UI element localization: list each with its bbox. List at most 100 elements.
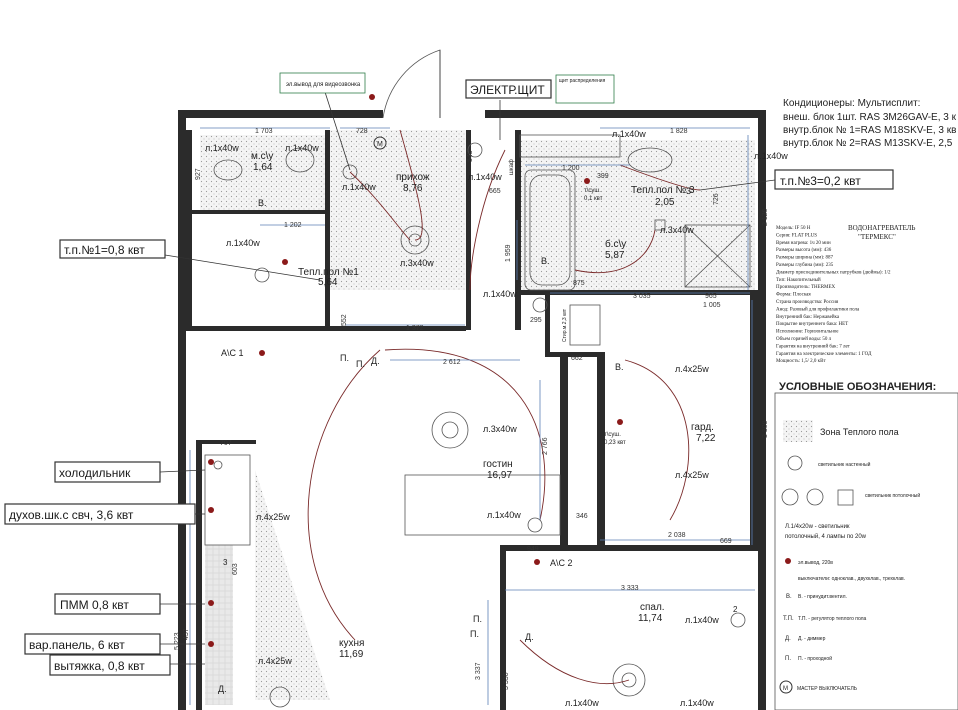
dimmer-label: Д. <box>218 684 227 694</box>
legend-lamp-code: Л.1/4х20w - светильник <box>785 524 850 530</box>
pass-switch-label: П. <box>340 353 349 363</box>
dim-label: 545 <box>467 150 474 162</box>
legend-lamp-code2: потолочный, 4 лампы по 20w <box>785 533 867 540</box>
dim-label: 665 <box>489 188 501 195</box>
room-kitchen-name: кухня <box>339 638 364 649</box>
heater-spec-row: Размеры высота (мм): 436 <box>776 248 832 253</box>
dim-label: 2 038 <box>668 532 686 539</box>
legend-wall-lamp: светильник настенный <box>818 461 871 468</box>
legend-m-mark: М <box>783 686 788 692</box>
ceiling-lamps <box>254 142 746 708</box>
heater-spec-row: Внутренний бак: Нержавейка <box>776 315 840 320</box>
ac2-label: А\С 2 <box>550 558 573 568</box>
ac-note-line: внеш. блок 1шт. RAS 3M26GAV-E, 3 к <box>783 111 957 123</box>
legend-socket: эл.вывод, 220в <box>798 560 833 566</box>
heater-spec-row: Размеры ширина (мм): 887 <box>776 256 834 261</box>
ac-note-line: внутр.блок № 1=RAS M18SKV-E, 3 кв <box>783 124 956 136</box>
fan-label: В. <box>615 362 624 372</box>
water-heater-spec: ВОДОНАГРЕВАТЕЛЬ "ТЕРМЕКС" Модель: IF 50 … <box>776 224 915 364</box>
legend-master: МАСТЕР ВЫКЛЮЧАТЕЛЬ <box>797 686 858 692</box>
fan-label: В. <box>258 198 267 208</box>
dim-label: 1 202 <box>284 222 302 229</box>
room-wc-name: м.с\у <box>251 151 273 162</box>
pass-switch-label: П. <box>356 359 365 369</box>
lamp-label: л.1х40w <box>285 143 319 153</box>
legend-floor-reg: Т.П. - регулятор теплого пола <box>798 616 867 622</box>
heater-spec-row: Форма: Плоская <box>776 293 811 298</box>
dimension-labels: 1 703 728 1 828 1 200 399 1 202 665 1 37… <box>174 128 769 690</box>
lamp-label: л.1х40w <box>468 172 502 182</box>
panel-note: щит распределения <box>559 78 606 84</box>
lamp-label: л.1х40w <box>226 238 260 248</box>
wiring <box>307 129 701 685</box>
heater-spec-row: Объем горячей воды: 50 л <box>776 337 832 342</box>
dim-label: 3 333 <box>621 585 639 592</box>
lamp-label: л.1х40w <box>483 289 517 299</box>
dimmer-label: Д. <box>525 632 534 642</box>
dim-label: 728 <box>356 128 368 135</box>
callout-fridge: холодильник <box>59 466 131 480</box>
heater-spec-row: Гарантия на электрические элементы: 1 ГО… <box>776 352 872 357</box>
dim-label: 346 <box>576 513 588 520</box>
callouts: т.п.№1=0,8 квт т.п.№3=0,2 квт ЭЛЕКТР.ЩИТ… <box>4 72 894 676</box>
zone-number: 3 <box>686 186 691 196</box>
callout-leaders <box>159 91 776 665</box>
counter-zone-kitchen <box>205 545 233 705</box>
legend-title: УСЛОВНЫЕ ОБОЗНАЧЕНИЯ: <box>779 381 936 393</box>
legend-p-mark: П. <box>785 656 791 662</box>
towel-dryer-label: т\суш. <box>604 432 621 438</box>
plan-marks: А\С 1 А\С 2 В. В. В. П. П. Д. П. П. Д. Д… <box>208 94 738 694</box>
callout-pmm: ПММ 0,8 квт <box>60 598 129 612</box>
callout-panel: ЭЛЕКТР.ЩИТ <box>470 83 545 97</box>
dim-label: 1 005 <box>703 302 721 309</box>
ac-note-title: Кондиционеры: Мультисплит: <box>783 98 920 109</box>
dim-label: 949 <box>527 546 539 553</box>
pass-switch-label: П. <box>470 629 479 639</box>
room-bath-name: б.с\у <box>605 238 626 250</box>
dim-label: 1 372 <box>406 325 424 332</box>
dim-label: 3 035 <box>633 293 651 300</box>
lamp-labels: л.1х40w л.1х40w л.1х40w л.1х40w л.1х40w … <box>205 129 788 708</box>
lamp-label: л.1х40w <box>487 510 521 520</box>
room-tp3-label: Тепл.пол № 3 <box>631 185 695 196</box>
dimmer-label: Д. <box>371 356 380 366</box>
walls <box>178 110 766 710</box>
legend-pass: П. - проходной <box>798 655 832 662</box>
ac1-label: А\С 1 <box>221 348 244 358</box>
dim-label: 3 309 <box>762 420 769 438</box>
heater-spec-row: Анод: Разовый для профилактики пола <box>776 307 860 312</box>
room-wardrobe-area: 7,22 <box>696 433 716 444</box>
towel-dryer-value: 0,1 квт <box>584 196 603 202</box>
heater-spec-row: Диаметр присоединительных патрубков (дюй… <box>776 270 891 275</box>
dim-label: 1 703 <box>255 128 273 135</box>
warm-floor-zone-hall <box>330 130 470 290</box>
room-wardrobe-name: гард. <box>691 422 714 433</box>
dim-label: 399 <box>597 173 609 180</box>
warm-floor-zone-kitchen <box>255 470 330 700</box>
room-living-name: гостин <box>483 459 513 470</box>
dim-label: 669 <box>720 538 732 545</box>
sanitary-fixtures <box>204 134 751 546</box>
dim-label: 662 <box>571 355 583 362</box>
towel-dryer-value: 0,23 квт <box>604 440 626 446</box>
dim-label: 707 <box>220 440 232 447</box>
ac-note: Кондиционеры: Мультисплит: внеш. блок 1ш… <box>783 98 957 149</box>
heater-spec-row: Исполнение: Горизонтальное <box>776 330 839 335</box>
heater-spec-row: Мощность: 1,5/ 2,0 кВт <box>776 359 826 364</box>
dim-label: 2 612 <box>443 359 461 366</box>
dim-label: 965 <box>705 293 717 300</box>
dim-label: 5 223 <box>174 632 181 650</box>
callout-tp1: т.п.№1=0,8 квт <box>64 243 145 257</box>
heater-spec-row: Время нагрева: 1ч 20 мин <box>776 241 831 246</box>
heater-spec-row: Модель: IF 50 H <box>776 226 811 231</box>
master-switch-label: М <box>377 141 383 148</box>
room-bath-area: 5,87 <box>605 250 625 261</box>
legend-d-mark: Д. <box>785 636 791 642</box>
dim-label: 2 766 <box>542 437 549 455</box>
dim-label: 3 337 <box>475 662 482 680</box>
dimension-lines <box>189 127 755 705</box>
dim-label: 875 <box>573 280 585 287</box>
pass-switch-label: П. <box>473 614 482 624</box>
entrance-door <box>382 49 441 119</box>
